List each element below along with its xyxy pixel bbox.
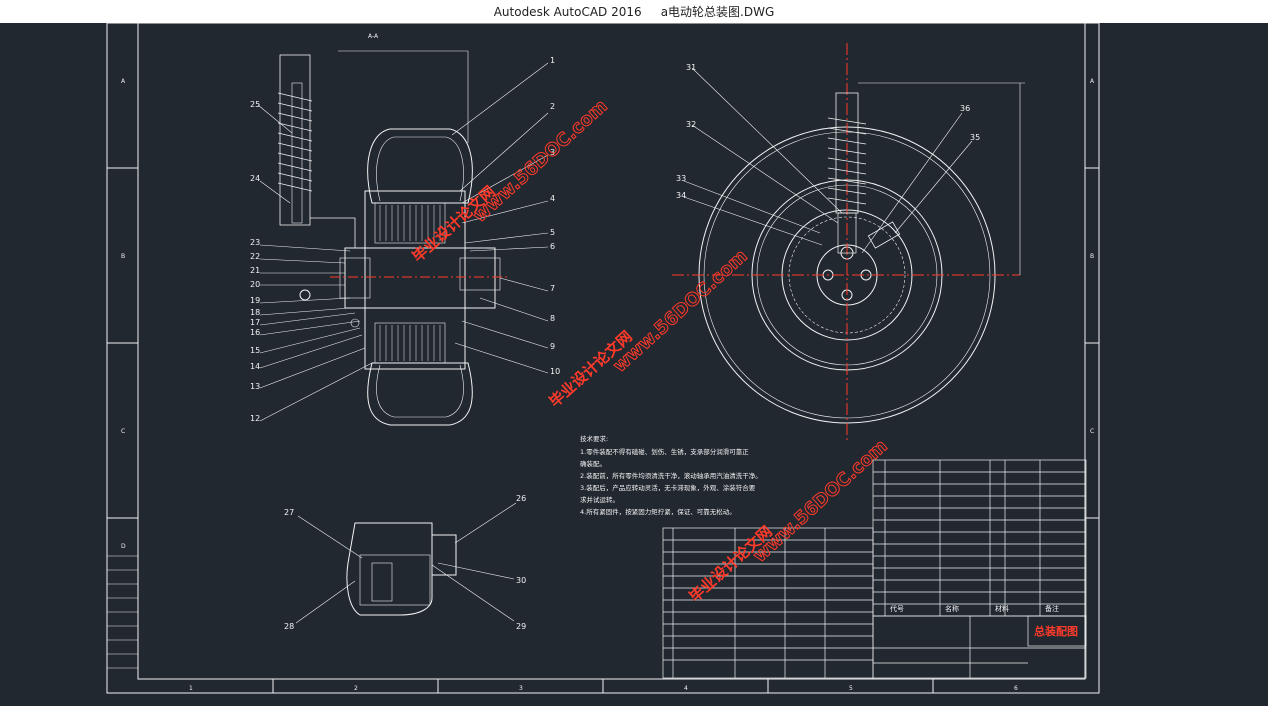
svg-text:36: 36 [960,104,970,113]
svg-text:21: 21 [250,266,260,275]
svg-text:12: 12 [250,414,260,423]
row-label-b-right: B [1090,253,1094,260]
svg-text:14: 14 [250,362,260,371]
frame-labels: A B C D A B C 1 2 3 4 5 6 [121,78,1095,692]
row-label-c: C [121,428,125,435]
svg-text:28: 28 [284,622,294,631]
row-label-c-right: C [1090,428,1094,435]
drawing-canvas[interactable]: A B C D A B C 1 2 3 4 5 6 A-A [0,22,1268,702]
callouts-left: 1 2 3 4 5 6 7 8 9 10 12 13 14 15 16 17 1… [250,56,560,423]
file-title: a电动轮总装图.DWG [660,5,775,19]
svg-text:25: 25 [250,100,260,109]
watermark-site-3: www.56DOC.com [749,436,891,567]
svg-text:3.装配后，产品应转动灵活，无卡滞现象，外观、涂装符合要: 3.装配后，产品应转动灵活，无卡滞现象，外观、涂装符合要 [580,483,756,492]
svg-text:34: 34 [676,191,686,200]
svg-text:32: 32 [686,120,696,129]
section-view-left[interactable]: A-A [257,33,549,426]
cad-drawing[interactable]: A B C D A B C 1 2 3 4 5 6 A-A [0,22,1268,702]
svg-text:26: 26 [516,494,526,503]
watermark-site-2: www.56DOC.com [609,246,751,377]
bom-headers: 代号 名称 材料 备注 [890,604,1059,613]
svg-text:5: 5 [550,228,555,237]
watermark-site-1: www.56DOC.com [469,96,611,227]
svg-text:15: 15 [250,346,260,355]
svg-text:名称: 名称 [945,604,959,613]
svg-text:23: 23 [250,238,260,247]
svg-text:4.所有紧固件，按紧固力矩拧紧，保证、可靠无松动。: 4.所有紧固件，按紧固力矩拧紧，保证、可靠无松动。 [580,507,736,516]
svg-text:材料: 材料 [995,604,1009,613]
svg-text:16: 16 [250,328,260,337]
callouts-right: 31 32 33 34 35 36 [676,63,980,200]
svg-text:备注: 备注 [1045,604,1059,613]
row-label-a: A [121,78,126,85]
svg-text:2: 2 [550,102,555,111]
notes-title: 技术要求: [580,434,608,443]
svg-text:代号: 代号 [890,604,904,613]
detail-view[interactable] [295,502,517,624]
row-label-d: D [121,543,126,550]
svg-text:27: 27 [284,508,294,517]
svg-text:30: 30 [516,576,526,585]
svg-text:18: 18 [250,308,260,317]
window-titlebar: Autodesk AutoCAD 2016 a电动轮总装图.DWG [0,0,1268,23]
col-label-3: 3 [519,685,523,692]
svg-text:7: 7 [550,284,555,293]
col-label-2: 2 [354,685,358,692]
svg-text:10: 10 [550,367,560,376]
svg-text:31: 31 [686,63,696,72]
svg-text:17: 17 [250,318,260,327]
svg-text:24: 24 [250,174,260,183]
svg-text:22: 22 [250,252,260,261]
svg-text:1: 1 [550,56,555,65]
svg-text:2.装配前，所有零件均须清洗干净，滚动轴承用汽油清洗干净。: 2.装配前，所有零件均须清洗干净，滚动轴承用汽油清洗干净。 [580,471,762,480]
side-view-right[interactable] [672,43,1025,443]
technical-notes: 技术要求: 1.零件装配不得有磕碰、划伤、生锈，支承部分润滑可靠正 确装配。 2… [580,434,762,516]
drawing-frame [106,22,1100,694]
svg-text:19: 19 [250,296,260,305]
svg-text:9: 9 [550,342,555,351]
col-label-6: 6 [1014,685,1018,692]
svg-text:20: 20 [250,280,260,289]
section-label: A-A [368,33,379,40]
row-label-a-right: A [1090,78,1095,85]
svg-text:33: 33 [676,174,686,183]
svg-text:8: 8 [550,314,555,323]
col-label-1: 1 [189,685,193,692]
svg-text:3: 3 [550,148,555,157]
col-label-5: 5 [849,685,853,692]
app-title: Autodesk AutoCAD 2016 [493,4,642,19]
svg-text:求并试运转。: 求并试运转。 [580,495,619,504]
svg-text:6: 6 [550,242,555,251]
drawing-title: 总装配图 [1034,624,1078,638]
bom-table[interactable] [662,459,1087,679]
svg-text:29: 29 [516,622,526,631]
svg-text:13: 13 [250,382,260,391]
svg-text:4: 4 [550,194,555,203]
col-label-4: 4 [684,685,688,692]
callouts-detail: 26 27 28 29 30 [284,494,526,631]
svg-text:1.零件装配不得有磕碰、划伤、生锈，支承部分润滑可靠正: 1.零件装配不得有磕碰、划伤、生锈，支承部分润滑可靠正 [580,447,749,456]
row-label-b: B [121,253,125,260]
svg-text:确装配。: 确装配。 [580,459,606,468]
svg-text:35: 35 [970,133,980,142]
